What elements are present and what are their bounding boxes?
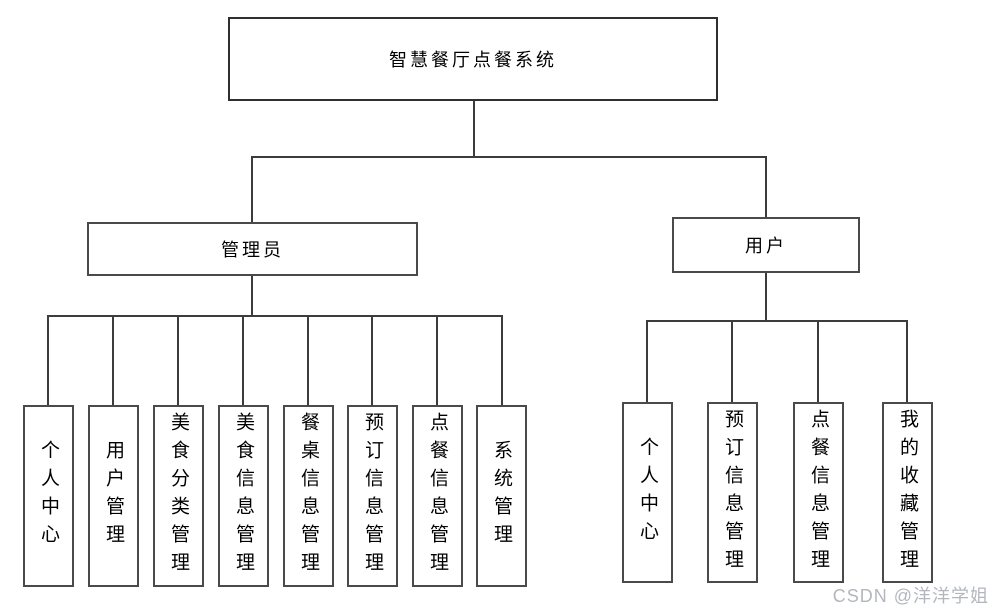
node-user-reservation-info-mgmt: 预订信息管理: [707, 402, 758, 583]
node-admin-user-mgmt: 用户管理: [88, 405, 139, 587]
node-root-system: 智慧餐厅点餐系统: [228, 17, 718, 101]
node-admin-table-info-mgmt: 餐桌信息管理: [283, 405, 334, 587]
connector-user-child-4: [906, 320, 908, 402]
leaf-label: 美食分类管理: [168, 412, 189, 580]
node-root-label: 智慧餐厅点餐系统: [389, 50, 557, 70]
node-user: 用户: [672, 217, 860, 273]
node-user-personal-center: 个人中心: [622, 402, 673, 583]
leaf-label: 美食信息管理: [233, 412, 254, 580]
leaf-label: 预订信息管理: [722, 408, 743, 577]
node-admin-system-mgmt: 系统管理: [476, 405, 527, 587]
node-user-order-info-mgmt: 点餐信息管理: [793, 402, 844, 583]
leaf-label: 预订信息管理: [362, 412, 383, 580]
connector-admin-stem: [251, 276, 253, 315]
connector-user-stem: [765, 273, 767, 320]
leaf-label: 个人中心: [38, 440, 59, 552]
leaf-label: 我的收藏管理: [897, 408, 918, 577]
connector-admin-bus: [47, 315, 503, 317]
connector-user-child-2: [731, 320, 733, 402]
leaf-label: 餐桌信息管理: [298, 412, 319, 580]
node-admin: 管理员: [87, 222, 418, 276]
connector-admin-child-1: [47, 315, 49, 405]
node-admin-food-category-mgmt: 美食分类管理: [153, 405, 204, 587]
node-admin-order-info-mgmt: 点餐信息管理: [412, 405, 463, 587]
connector-admin-child-8: [501, 315, 503, 405]
node-user-favorites-mgmt: 我的收藏管理: [882, 402, 933, 583]
leaf-label: 点餐信息管理: [808, 408, 829, 577]
node-admin-personal-center: 个人中心: [23, 405, 74, 587]
connector-admin-child-4: [242, 315, 244, 405]
connector-user-child-3: [817, 320, 819, 402]
node-admin-label: 管理员: [221, 240, 284, 260]
connector-user-bus: [646, 320, 907, 322]
node-admin-reservation-info-mgmt: 预订信息管理: [347, 405, 398, 587]
node-user-label: 用户: [745, 236, 787, 256]
connector-user-drop: [765, 156, 767, 217]
leaf-label: 点餐信息管理: [427, 412, 448, 580]
connector-admin-child-2: [112, 315, 114, 405]
csdn-watermark: CSDN @洋洋学姐: [832, 586, 989, 606]
connector-admin-child-3: [177, 315, 179, 405]
connector-admin-child-6: [371, 315, 373, 405]
connector-root-stem: [473, 101, 475, 156]
connector-admin-child-7: [436, 315, 438, 405]
connector-admin-drop: [251, 156, 253, 222]
leaf-label: 个人中心: [637, 436, 658, 549]
connector-level1-bus: [251, 156, 767, 158]
connector-user-child-1: [646, 320, 648, 402]
connector-admin-child-5: [307, 315, 309, 405]
leaf-label: 用户管理: [103, 440, 124, 552]
leaf-label: 系统管理: [491, 440, 512, 552]
node-admin-food-info-mgmt: 美食信息管理: [218, 405, 269, 587]
